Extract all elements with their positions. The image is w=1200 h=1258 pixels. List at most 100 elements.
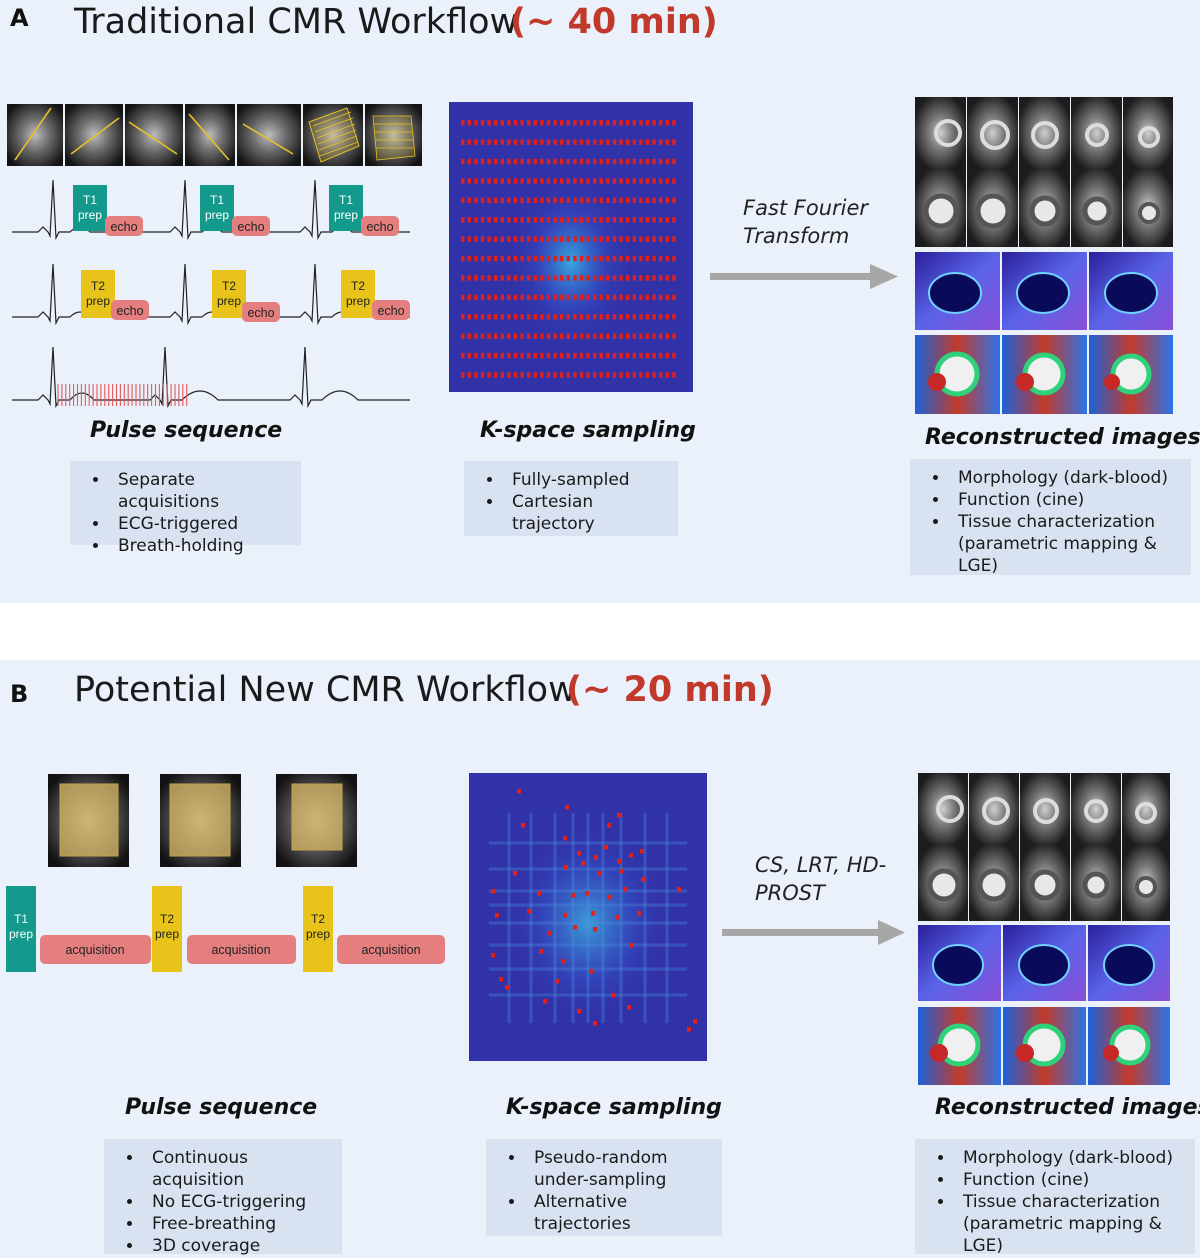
kspace-sample: [632, 236, 636, 242]
pulse-sequence-diagram: T1 prep echo T1 prep echo T1 prep echo: [12, 179, 410, 409]
kspace-sample: [520, 236, 524, 242]
bullet-item: ECG-triggered: [110, 513, 291, 535]
kspace-sample: [474, 372, 478, 378]
kspace-caption: K-space sampling: [480, 418, 696, 443]
kspace-sample: [533, 217, 537, 223]
t1-prep-block: T1 prep: [200, 185, 234, 231]
kspace-sample: [626, 352, 630, 359]
kspace-sample: [513, 352, 518, 359]
kspace-sample: [645, 120, 650, 126]
kspace-sample: [665, 314, 669, 320]
kspace-sample: [467, 217, 471, 223]
kspace-sample: [579, 333, 584, 339]
kspace-sample: [560, 314, 564, 320]
kspace-sample: [586, 236, 590, 242]
svg-text:echo: echo: [237, 220, 264, 234]
kspace-sample: [480, 352, 485, 359]
kspace-sample: [599, 120, 603, 126]
echo-block: echo: [105, 216, 143, 236]
kspace-sample: [461, 352, 465, 359]
kspace-sample: [665, 372, 669, 378]
bullet-item: Tissue characterization: [950, 511, 1181, 533]
kspace-sample: [586, 197, 590, 204]
kspace-sample: [599, 275, 603, 281]
dark-blood-images: [915, 97, 1173, 169]
kspace-sample: [500, 372, 504, 378]
kspace-sample: [520, 217, 524, 223]
kspace-sample: [500, 120, 504, 126]
panel-title: Potential New CMR Workflow: [74, 670, 577, 710]
kspace-sample: [593, 178, 597, 184]
kspace-sample: [665, 197, 669, 204]
kspace-sample: [665, 352, 669, 359]
kspace-sample: [612, 178, 617, 184]
kspace-sample: [474, 275, 478, 281]
kspace-sample: [513, 314, 518, 320]
kspace-sample: [491, 953, 495, 958]
kspace-sample: [612, 139, 617, 145]
kspace-sample: [579, 120, 584, 126]
kspace-sample: [561, 959, 565, 964]
kspace-sample: [599, 255, 603, 262]
echo-block: echo: [232, 216, 270, 236]
kspace-sample: [487, 178, 491, 184]
kspace-sample: [632, 333, 636, 339]
kspace-sample: [560, 178, 564, 184]
dark-blood-images: [918, 773, 1170, 845]
scout-image-3: [125, 104, 183, 166]
kspace-sample: [499, 977, 503, 982]
kspace-sample: [474, 120, 478, 126]
kspace-sample: [555, 979, 559, 984]
kspace-sample: [474, 294, 478, 301]
kspace-sample: [467, 294, 471, 301]
kspace-sample: [494, 294, 498, 301]
ecg-trace-row2: [12, 263, 410, 326]
kspace-sample: [599, 139, 603, 145]
kspace-sample: [566, 236, 570, 242]
kspace-sample: [566, 275, 570, 281]
kspace-sample: [566, 197, 570, 204]
kspace-sample: [540, 333, 544, 339]
kspace-sample: [593, 217, 597, 223]
kspace-sample: [579, 158, 584, 165]
kspace-sample: [513, 139, 518, 145]
kspace-sample: [461, 178, 465, 184]
t1-prep-block: T1 prep: [73, 185, 107, 231]
pulse-sequence-bullets: Separate acquisitions ECG-triggered Brea…: [70, 461, 301, 556]
kspace-sample: [652, 294, 656, 301]
kspace-sample: [645, 197, 650, 204]
kspace-sample: [589, 969, 593, 974]
kspace-sample: [533, 352, 537, 359]
kspace-sample: [540, 178, 544, 184]
kspace-sample: [645, 314, 650, 320]
svg-text:prep: prep: [86, 294, 110, 308]
kspace-sample: [474, 178, 478, 184]
kspace-sample: [665, 333, 669, 339]
kspace-sample: [594, 855, 598, 860]
kspace-sample: [606, 217, 610, 223]
kspace-sample: [652, 139, 656, 145]
kspace-sample: [560, 139, 564, 145]
kspace-sample: [540, 120, 544, 126]
kspace-sample: [612, 236, 617, 242]
kspace-sample: [586, 352, 590, 359]
kspace-sample: [513, 372, 518, 378]
kspace-sample: [626, 275, 630, 281]
kspace-sample: [533, 314, 537, 320]
kspace-sample: [461, 294, 465, 301]
kspace-sample: [627, 1005, 631, 1010]
kspace-sample: [612, 120, 617, 126]
kspace-sample: [467, 197, 471, 204]
kspace-sample: [527, 352, 531, 359]
planning-scout-strip: [7, 104, 422, 166]
kspace-sample: [553, 352, 557, 359]
kspace-sample: [639, 158, 643, 165]
kspace-sample: [637, 911, 641, 916]
kspace-sample: [597, 871, 601, 876]
kspace-sample: [645, 255, 650, 262]
kspace-sample: [507, 352, 511, 359]
3d-planning-strip: [48, 774, 357, 867]
kspace-sample: [560, 197, 564, 204]
kspace-sample: [645, 294, 650, 301]
kspace-sample: [507, 236, 511, 242]
